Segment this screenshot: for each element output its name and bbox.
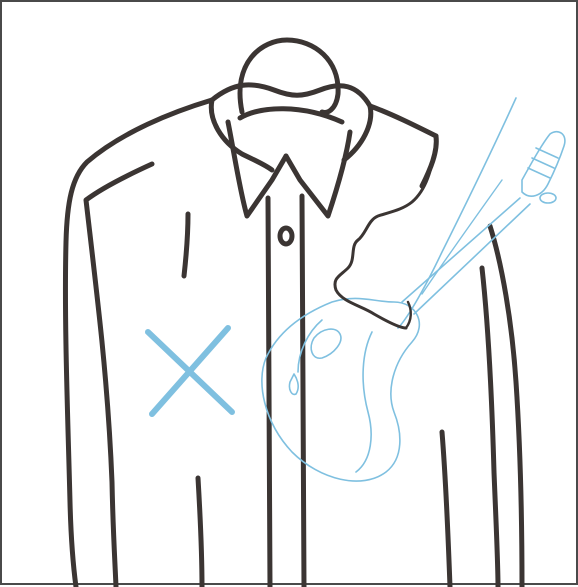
hanger-icon bbox=[240, 40, 338, 112]
shirt-icon bbox=[65, 85, 522, 587]
x-mark-icon bbox=[148, 328, 232, 414]
